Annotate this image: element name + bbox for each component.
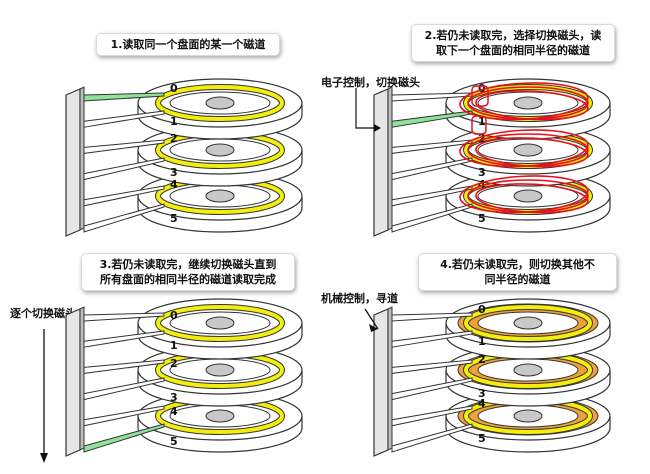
head-label: 4: [170, 405, 178, 418]
red-scribble: [475, 183, 589, 214]
head-arm: [83, 157, 165, 181]
platter: [445, 391, 611, 453]
track-ring: [156, 305, 284, 341]
step-3-caption: 3.若仍未读取完，继续切换磁头直到 所有盘面的相同半径的磁道读取完成: [81, 253, 295, 291]
red-scribble: [475, 137, 589, 168]
head-label: 4: [170, 178, 178, 191]
actuator-body: [373, 88, 389, 237]
actuator-side: [387, 86, 393, 231]
head-label: 3: [170, 166, 178, 179]
platter: [137, 345, 303, 407]
highlight-head-0: [471, 85, 489, 107]
sequential-switch-note: 逐个切换磁头: [10, 307, 76, 320]
actuator-side: [387, 306, 393, 451]
seek-arrow: [364, 308, 379, 330]
switch-arrow-head: [374, 124, 381, 132]
red-scribble: [475, 90, 589, 121]
spindle-cap: [205, 363, 235, 377]
head-label: 2: [170, 132, 178, 145]
head-label: 1: [170, 115, 178, 128]
spindle-cap: [513, 143, 543, 157]
head-label: 1: [478, 335, 486, 348]
head-label: 0: [478, 303, 486, 316]
disk-drive-illustration: 0 1 2 34 5: [40, 298, 303, 463]
head-arm: [391, 312, 473, 322]
spindle-cap: [513, 409, 543, 423]
head-label: 5: [170, 435, 178, 448]
head-label: 2: [478, 132, 486, 145]
spindle-cap: [513, 96, 543, 110]
platter: [137, 298, 303, 360]
mechanical-seek-note: 机械控制，寻道: [321, 292, 398, 305]
head-arm: [391, 185, 473, 207]
platter: [137, 78, 303, 140]
spindle-cap: [205, 143, 235, 157]
platter: [137, 171, 303, 233]
head-arm: [83, 423, 165, 453]
actuator-body: [65, 88, 81, 237]
head-arm: [83, 377, 165, 401]
head-arm: [83, 110, 165, 128]
head-arm: [391, 359, 473, 374]
spindle-cap: [513, 316, 543, 330]
head-label: 4: [478, 178, 486, 191]
head-label: 2: [478, 353, 486, 366]
seek-arrow-head: [369, 324, 378, 332]
head-arm: [391, 330, 473, 348]
head-arm: [83, 330, 165, 348]
actuator-body: [373, 308, 389, 457]
head-arm: [391, 405, 473, 427]
head-label: 3: [478, 166, 486, 179]
step-1-caption: 1.读取同一个盘面的某一个磁道: [96, 33, 280, 56]
head-arm: [391, 139, 473, 154]
track-ring: [156, 85, 284, 121]
disk-drive-illustration: 0 1 2 34 5: [364, 298, 611, 457]
head-arm: [83, 92, 165, 102]
head-label: 5: [170, 212, 178, 225]
spindle-cap: [513, 363, 543, 377]
head-arm: [83, 405, 165, 427]
head-label: 5: [478, 212, 486, 225]
head-label: 0: [478, 82, 486, 95]
head-label: 3: [170, 391, 178, 404]
sequence-arrow-head: [40, 453, 48, 463]
actuator-side: [79, 86, 85, 231]
disk-drive-illustration: 0 1 2 34 5: [355, 78, 611, 237]
head-arm: [391, 377, 473, 401]
spindle-cap: [205, 409, 235, 423]
step-4-caption: 4.若仍未读取完，则切换其他不 同半径的磁道: [418, 253, 617, 291]
spindle-cap: [205, 189, 235, 203]
platter: [445, 298, 611, 360]
track-ring: [464, 305, 592, 341]
head-arm: [83, 139, 165, 154]
spindle-cap: [513, 189, 543, 203]
panel-step-3: 3.若仍未读取完，继续切换磁头直到 所有盘面的相同半径的磁道读取完成 逐个切换磁…: [0, 237, 325, 474]
switch-arrow: [355, 88, 374, 129]
spindle-cap: [205, 96, 235, 110]
head-arm: [83, 185, 165, 207]
spindle-cap: [205, 316, 235, 330]
step-2-caption: 2.若仍未读取完，选择切换磁头，读 取下一个盘面的相同半径的磁道: [411, 24, 615, 62]
head-arm: [391, 423, 473, 453]
panel-step-2: 2.若仍未读取完，选择切换磁头，读 取下一个盘面的相同半径的磁道 电子控制，切换…: [321, 0, 650, 237]
head-label: 3: [478, 387, 486, 400]
electronic-switch-note: 电子控制，切换磁头: [321, 76, 420, 89]
head-label: 1: [478, 115, 486, 128]
head-label: 4: [478, 397, 486, 410]
head-label: 2: [170, 357, 178, 370]
head-arm: [83, 203, 165, 233]
head-label: 0: [170, 82, 178, 95]
actuator-side: [79, 306, 85, 451]
head-arm: [83, 312, 165, 322]
head-label: 1: [170, 339, 178, 352]
disk-drive-illustration: 0 1 2 34 5: [65, 78, 303, 237]
head-arm: [83, 359, 165, 374]
actuator-body: [65, 308, 81, 457]
head-label: 0: [170, 309, 178, 322]
head-label: 5: [478, 432, 486, 445]
